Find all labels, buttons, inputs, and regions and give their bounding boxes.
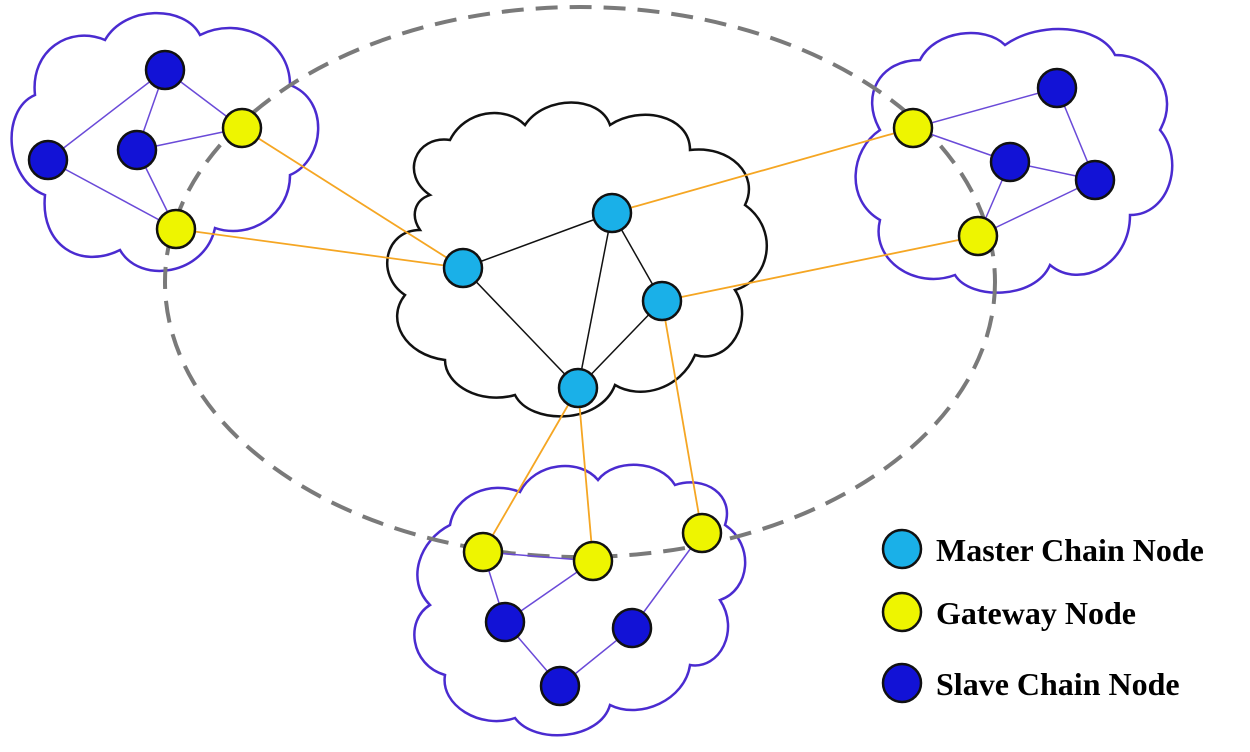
master-node-m2 [442, 247, 484, 289]
legend-item-gateway: Gateway Node [881, 591, 1136, 633]
legend-label-slave: Slave Chain Node [936, 666, 1180, 702]
slave-node-b6 [539, 665, 581, 707]
master-node-m1 [591, 192, 633, 234]
cloud-center [386, 101, 769, 418]
legend: Master Chain Node Gateway Node Slave Cha… [881, 528, 1204, 704]
slave-node-b4 [484, 601, 526, 643]
gateway-node-b2 [572, 540, 614, 582]
gateway-link-tl5-m2 [175, 228, 464, 269]
slave-node-tl2 [27, 139, 69, 181]
slave-node-tl3 [116, 129, 158, 171]
gateway-node-b3 [681, 512, 723, 554]
slave-node-tl1 [144, 49, 186, 91]
legend-swatch-gateway [881, 591, 923, 633]
legend-item-slave: Slave Chain Node [881, 662, 1180, 704]
gateway-node-tl5 [155, 208, 197, 250]
master-node-m4 [557, 367, 599, 409]
gateway-node-tr5 [957, 215, 999, 257]
gateway-link-tl4-m2 [241, 127, 464, 269]
slave-node-tr1 [1036, 67, 1078, 109]
slave-edge-tr3-tr5 [977, 179, 1096, 237]
gateway-link-tr5-m3 [661, 235, 979, 302]
gateway-node-tr4 [892, 107, 934, 149]
slave-node-tr3 [1074, 159, 1116, 201]
slave-edge-tr1-tr4 [912, 87, 1058, 129]
clouds [10, 11, 1174, 737]
gateway-link-m3-b3 [661, 300, 703, 534]
gateway-links [175, 127, 979, 562]
legend-label-master: Master Chain Node [936, 532, 1204, 568]
master-node-m3 [641, 280, 683, 322]
master-edge-m2-m4 [462, 267, 579, 389]
nodes [27, 49, 1116, 707]
gateway-link-m4-b1 [482, 387, 579, 553]
gateway-link-tr4-m1 [611, 127, 914, 214]
master-edge-m1-m4 [577, 212, 613, 389]
legend-swatch-slave [881, 662, 923, 704]
legend-swatch-master [881, 528, 923, 570]
gateway-node-tl4 [221, 107, 263, 149]
cloud-bottom [413, 463, 747, 737]
gateway-link-m4-b2 [577, 387, 594, 562]
legend-item-master: Master Chain Node [881, 528, 1204, 570]
slave-node-tr2 [989, 141, 1031, 183]
legend-label-gateway: Gateway Node [936, 595, 1136, 631]
gateway-node-b1 [462, 531, 504, 573]
slave-edge-tl2-tl5 [47, 159, 177, 230]
master-edge-m1-m2 [462, 212, 613, 269]
slave-edge-tl1-tl2 [47, 69, 166, 161]
slave-node-b5 [611, 607, 653, 649]
